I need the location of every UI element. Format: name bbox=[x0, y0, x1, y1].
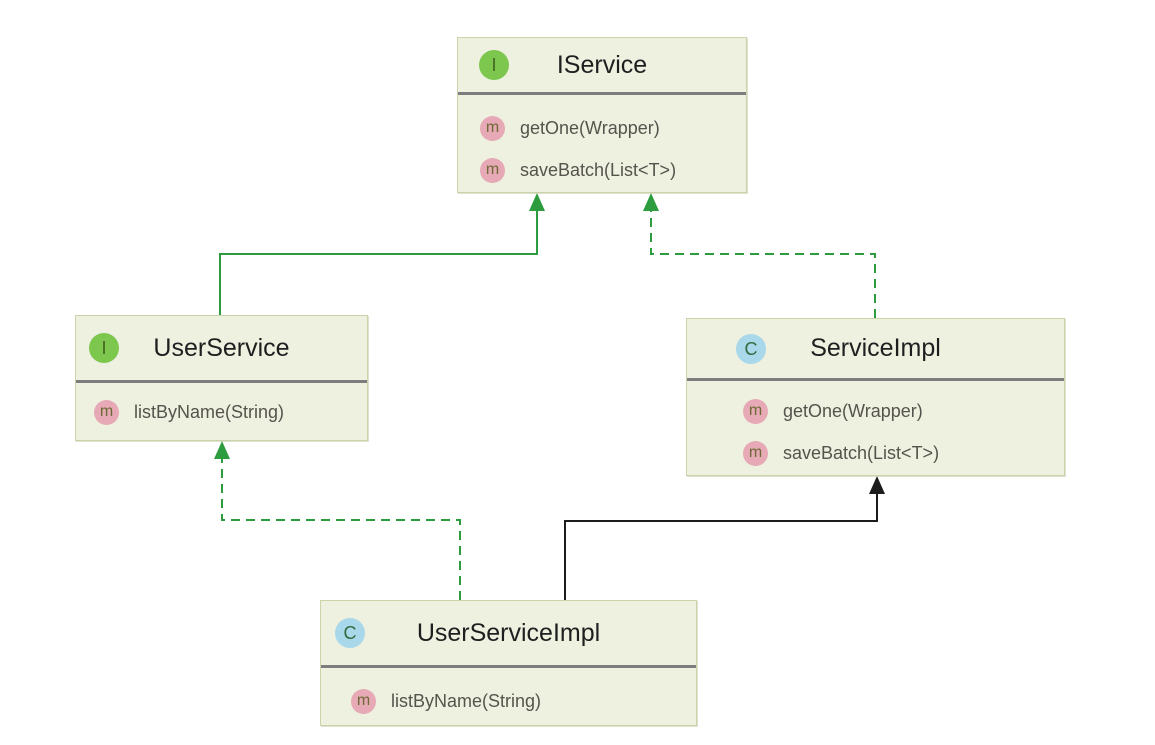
edge-userserviceimpl-extends-serviceimpl bbox=[564, 476, 885, 600]
class-header: C UserServiceImpl bbox=[321, 601, 696, 665]
method-label: getOne(Wrapper) bbox=[520, 117, 660, 138]
class-box-userservice[interactable]: I UserService m listByName(String) bbox=[75, 315, 368, 441]
divider bbox=[687, 378, 1064, 381]
class-header: I IService bbox=[458, 38, 746, 92]
method-row[interactable]: m saveBatch(List<T>) bbox=[743, 432, 1064, 474]
class-name: ServiceImpl bbox=[810, 334, 941, 362]
interface-icon: I bbox=[479, 50, 509, 80]
method-label: listByName(String) bbox=[391, 690, 542, 711]
edge-userservice-extends-iservice bbox=[219, 193, 545, 315]
edge-userserviceimpl-implements-userservice bbox=[214, 441, 461, 600]
method-icon: m bbox=[351, 688, 376, 714]
class-name: IService bbox=[556, 50, 648, 79]
class-name: UserService bbox=[153, 333, 290, 362]
methods-section: m getOne(Wrapper) m saveBatch(List<T>) bbox=[458, 95, 746, 191]
method-icon: m bbox=[480, 157, 505, 183]
class-box-userserviceimpl[interactable]: C UserServiceImpl m listByName(String) bbox=[320, 600, 697, 726]
method-icon: m bbox=[480, 115, 505, 141]
methods-section: m listByName(String) bbox=[76, 383, 367, 433]
method-row[interactable]: m saveBatch(List<T>) bbox=[480, 149, 746, 191]
method-row[interactable]: m listByName(String) bbox=[94, 391, 367, 433]
class-name: UserServiceImpl bbox=[416, 618, 601, 647]
class-icon: C bbox=[335, 618, 365, 648]
method-icon: m bbox=[743, 398, 768, 424]
method-label: getOne(Wrapper) bbox=[783, 400, 923, 421]
method-icon: m bbox=[94, 399, 119, 425]
method-label: saveBatch(List<T>) bbox=[783, 442, 940, 463]
method-row[interactable]: m getOne(Wrapper) bbox=[743, 390, 1064, 432]
class-box-iservice[interactable]: I IService m getOne(Wrapper) m saveBatch… bbox=[457, 37, 747, 193]
class-icon: C bbox=[736, 333, 766, 364]
divider bbox=[321, 665, 696, 668]
class-header: I UserService bbox=[76, 316, 367, 380]
class-box-serviceimpl[interactable]: C ServiceImpl m getOne(Wrapper) m saveBa… bbox=[686, 318, 1065, 476]
method-icon: m bbox=[743, 440, 768, 466]
method-row[interactable]: m listByName(String) bbox=[351, 680, 696, 722]
method-label: listByName(String) bbox=[134, 401, 285, 422]
method-row[interactable]: m getOne(Wrapper) bbox=[480, 107, 746, 149]
class-header: C ServiceImpl bbox=[687, 319, 1064, 378]
methods-section: m getOne(Wrapper) m saveBatch(List<T>) bbox=[687, 381, 1064, 474]
interface-icon: I bbox=[89, 333, 119, 363]
methods-section: m listByName(String) bbox=[321, 668, 696, 722]
edge-serviceimpl-implements-iservice bbox=[643, 193, 876, 318]
method-label: saveBatch(List<T>) bbox=[520, 159, 677, 180]
divider bbox=[458, 92, 746, 95]
divider bbox=[76, 380, 367, 383]
